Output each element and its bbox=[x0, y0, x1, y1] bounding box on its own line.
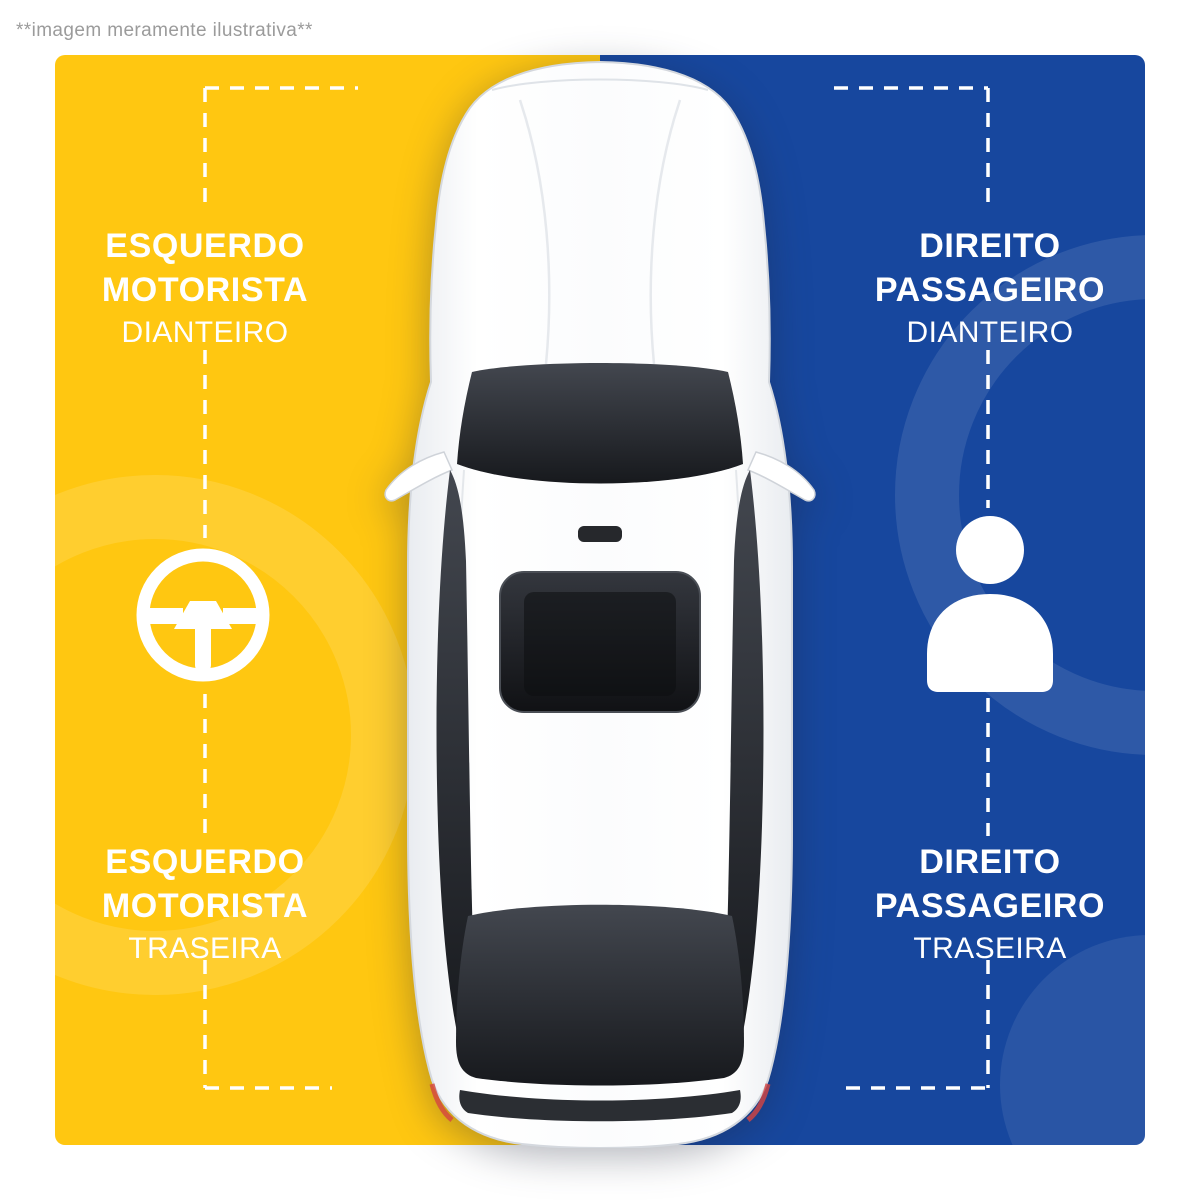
label-rear-left: ESQUERDO MOTORISTA TRASEIRA bbox=[45, 840, 365, 970]
passenger-icon bbox=[927, 516, 1053, 692]
right-mirror bbox=[746, 451, 816, 502]
left-mirror bbox=[384, 451, 454, 502]
label-line: PASSAGEIRO bbox=[874, 887, 1106, 925]
car-top-view bbox=[384, 60, 816, 1148]
left-side-glass bbox=[436, 470, 474, 1056]
right-side-glass bbox=[726, 470, 764, 1056]
steering-wheel-icon bbox=[136, 548, 270, 682]
label-line: DIANTEIRO bbox=[121, 316, 289, 349]
disclaimer-text: **imagem meramente ilustrativa** bbox=[16, 20, 313, 41]
label-line: MOTORISTA bbox=[101, 271, 309, 309]
windshield-glass bbox=[457, 363, 743, 484]
label-line: TRASEIRA bbox=[913, 932, 1067, 965]
label-rear-right: DIREITO PASSAGEIRO TRASEIRA bbox=[830, 840, 1150, 970]
label-front-right: DIREITO PASSAGEIRO DIANTEIRO bbox=[830, 224, 1150, 354]
label-line: DIREITO bbox=[919, 227, 1061, 265]
label-front-left: ESQUERDO MOTORISTA DIANTEIRO bbox=[45, 224, 365, 354]
label-line: DIREITO bbox=[919, 843, 1061, 881]
rear-spoiler bbox=[459, 1090, 741, 1122]
label-line: ESQUERDO bbox=[105, 227, 305, 265]
right-taillight bbox=[746, 1083, 771, 1122]
rear-window-glass bbox=[456, 904, 744, 1086]
label-line: TRASEIRA bbox=[128, 932, 282, 965]
label-line: PASSAGEIRO bbox=[874, 271, 1106, 309]
label-line: MOTORISTA bbox=[101, 887, 309, 925]
label-line: ESQUERDO bbox=[105, 843, 305, 881]
left-taillight bbox=[429, 1083, 454, 1122]
label-line: DIANTEIRO bbox=[906, 316, 1074, 349]
